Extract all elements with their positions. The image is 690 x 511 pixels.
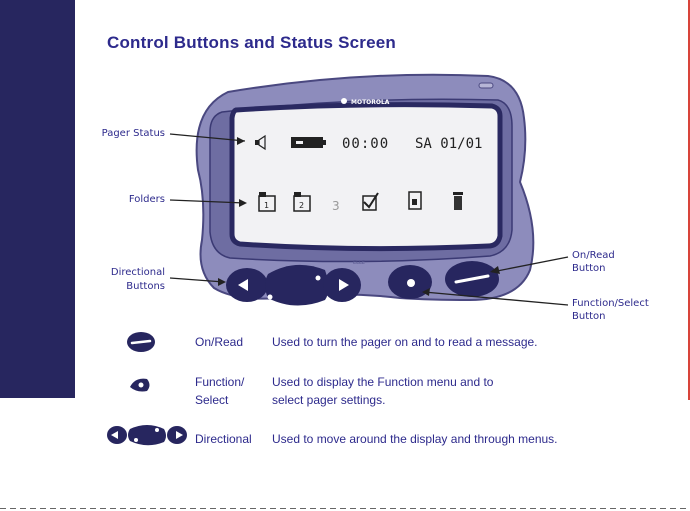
center-directional-button[interactable] — [265, 264, 329, 306]
on-read-button-label: On/Read Button — [572, 249, 615, 275]
indicator-led — [478, 82, 494, 89]
folder-1-icon: 1 — [258, 192, 276, 212]
on-read-label-line2: Button — [572, 263, 606, 274]
page-title: Control Buttons and Status Screen — [107, 33, 397, 52]
trash-icon — [453, 192, 463, 210]
function-select-button-icon — [130, 378, 150, 392]
notebook-icon — [408, 191, 422, 210]
left-sidebar-band — [0, 0, 75, 398]
function-select-row-desc-line1: Used to display the Function menu and to — [272, 375, 494, 389]
function-select-button-label: Function/Select Button — [572, 297, 649, 323]
on-read-row-name: On/Read — [195, 335, 244, 349]
battery-icon — [291, 137, 326, 148]
function-select-row-desc: Used to display the Function menu and to… — [272, 373, 493, 409]
svg-text:1: 1 — [264, 201, 269, 210]
function-select-label-line1: Function/Select — [572, 298, 649, 309]
directional-label-line2: Buttons — [126, 281, 165, 292]
function-select-label-line2: Button — [572, 311, 606, 322]
checkbox-icon — [362, 192, 379, 211]
folders-leader — [169, 199, 246, 204]
function-select-row-name-line1: Function/ — [195, 375, 245, 389]
brand-text: MOTOROLA — [351, 99, 390, 106]
right-button[interactable] — [323, 268, 361, 302]
function-select-row-name-line2: Select — [195, 393, 229, 407]
directional-buttons-icon — [107, 425, 187, 446]
time-display: 00:00 — [342, 136, 389, 152]
svg-text:2: 2 — [299, 201, 304, 210]
function-select-row-name: Function/ Select — [195, 373, 244, 409]
svg-text:3: 3 — [332, 199, 340, 213]
function-select-row-desc-line2: select pager settings. — [272, 393, 386, 407]
on-read-button-icon — [127, 332, 155, 352]
folder-3-icon: 3 — [332, 199, 340, 213]
function-select-leader — [423, 291, 569, 306]
on-read-row-desc: Used to turn the pager on and to read a … — [272, 335, 538, 349]
cut-line — [0, 508, 690, 509]
directional-buttons-label: Directional Buttons — [85, 266, 165, 294]
model-mark: ELLE — [353, 260, 365, 266]
pager-status-label: Pager Status — [101, 128, 165, 139]
folders-label: Folders — [128, 194, 165, 205]
directional-leader — [169, 277, 225, 283]
directional-row-name: Directional — [195, 432, 252, 446]
folder-2-icon: 2 — [293, 192, 311, 212]
speaker-icon — [255, 134, 266, 151]
on-read-label-line1: On/Read — [572, 250, 615, 261]
lcd-screen — [229, 102, 503, 252]
on-read-leader — [491, 256, 569, 273]
date-display: SA 01/01 — [415, 136, 482, 152]
left-button[interactable] — [226, 268, 268, 302]
page-edge-line — [688, 0, 690, 400]
pager-status-leader — [169, 133, 246, 142]
on-read-button[interactable] — [445, 261, 499, 297]
directional-label-line1: Directional — [110, 267, 165, 278]
motorola-logo-icon — [341, 98, 347, 104]
function-select-button[interactable] — [388, 265, 432, 299]
directional-row-desc: Used to move around the display and thro… — [272, 432, 558, 446]
